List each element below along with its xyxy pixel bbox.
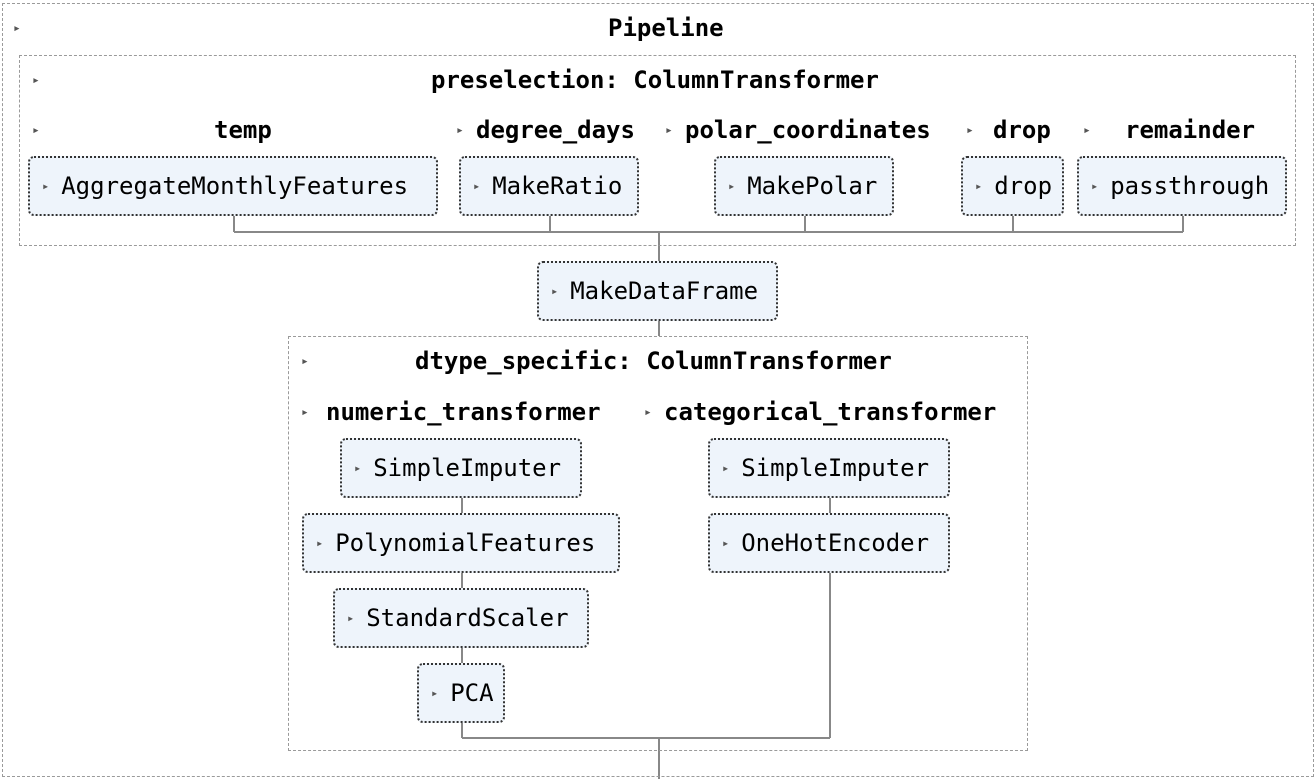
pipeline-title: Pipeline: [608, 14, 724, 42]
estimator-label: drop: [994, 172, 1053, 200]
estimator-make-dataframe[interactable]: ▸ MakeDataFrame: [537, 261, 778, 321]
drop-toggle-icon[interactable]: ▸: [966, 123, 974, 138]
column-label-numeric-transformer: numeric_transformer: [326, 398, 601, 426]
preselection-title: preselection: ColumnTransformer: [431, 66, 879, 94]
estimator-standard-scaler[interactable]: ▸ StandardScaler: [333, 588, 589, 648]
estimator-passthrough[interactable]: ▸ passthrough: [1077, 156, 1287, 216]
pipeline-toggle-icon[interactable]: ▸: [13, 21, 21, 36]
estimator-aggregate-monthly-features[interactable]: ▸ AggregateMonthlyFeatures: [28, 156, 438, 216]
estimator-simple-imputer-categorical[interactable]: ▸ SimpleImputer: [708, 438, 950, 498]
estimator-simple-imputer-numeric[interactable]: ▸ SimpleImputer: [340, 438, 582, 498]
dtype-specific-title: dtype_specific: ColumnTransformer: [415, 347, 892, 375]
estimator-one-hot-encoder[interactable]: ▸ OneHotEncoder: [708, 513, 950, 573]
dtype-specific-toggle-icon[interactable]: ▸: [301, 354, 309, 369]
triangle-right-icon: ▸: [1091, 179, 1099, 193]
triangle-right-icon: ▸: [473, 179, 481, 193]
triangle-right-icon: ▸: [316, 536, 324, 550]
column-label-remainder: remainder: [1125, 116, 1256, 144]
estimator-label: MakeRatio: [492, 172, 623, 200]
estimator-drop[interactable]: ▸ drop: [961, 156, 1064, 216]
triangle-right-icon: ▸: [975, 179, 983, 193]
column-label-temp: temp: [214, 116, 272, 144]
estimator-label: SimpleImputer: [373, 454, 562, 482]
estimator-label: PolynomialFeatures: [335, 529, 596, 557]
column-label-degree-days: degree_days: [476, 116, 635, 144]
estimator-pca[interactable]: ▸ PCA: [417, 663, 505, 723]
temp-toggle-icon[interactable]: ▸: [32, 123, 40, 138]
preselection-container: [19, 55, 1296, 246]
triangle-right-icon: ▸: [722, 461, 730, 475]
estimator-label: passthrough: [1110, 172, 1270, 200]
categorical-transformer-toggle-icon[interactable]: ▸: [644, 405, 652, 420]
preselection-toggle-icon[interactable]: ▸: [32, 73, 40, 88]
triangle-right-icon: ▸: [551, 284, 559, 298]
triangle-right-icon: ▸: [347, 611, 355, 625]
degree-days-toggle-icon[interactable]: ▸: [456, 123, 464, 138]
column-label-categorical-transformer: categorical_transformer: [664, 398, 997, 426]
estimator-label: AggregateMonthlyFeatures: [61, 172, 409, 200]
estimator-label: StandardScaler: [366, 604, 569, 632]
remainder-toggle-icon[interactable]: ▸: [1083, 123, 1091, 138]
polar-coordinates-toggle-icon[interactable]: ▸: [665, 123, 673, 138]
dtype-specific-container: [288, 336, 1028, 751]
column-label-polar-coordinates: polar_coordinates: [685, 116, 931, 144]
triangle-right-icon: ▸: [42, 179, 50, 193]
pipeline-container: [2, 3, 1314, 777]
estimator-label: MakePolar: [747, 172, 878, 200]
triangle-right-icon: ▸: [431, 686, 439, 700]
numeric-transformer-toggle-icon[interactable]: ▸: [301, 405, 309, 420]
estimator-label: OneHotEncoder: [741, 529, 930, 557]
estimator-polynomial-features[interactable]: ▸ PolynomialFeatures: [302, 513, 620, 573]
estimator-label: SimpleImputer: [741, 454, 930, 482]
estimator-label: MakeDataFrame: [570, 277, 759, 305]
triangle-right-icon: ▸: [728, 179, 736, 193]
triangle-right-icon: ▸: [354, 461, 362, 475]
estimator-label: PCA: [450, 679, 494, 707]
column-label-drop: drop: [993, 116, 1051, 144]
triangle-right-icon: ▸: [722, 536, 730, 550]
estimator-make-ratio[interactable]: ▸ MakeRatio: [459, 156, 639, 216]
estimator-make-polar[interactable]: ▸ MakePolar: [714, 156, 894, 216]
